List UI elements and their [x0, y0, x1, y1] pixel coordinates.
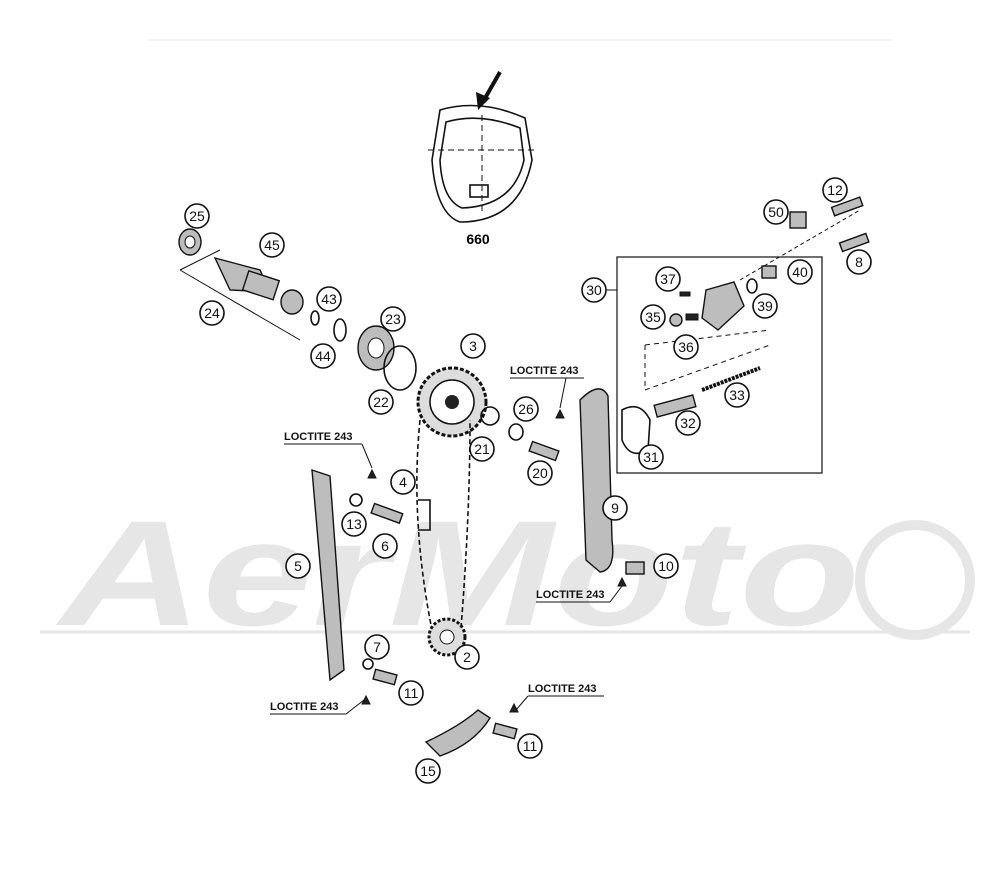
svg-text:35: 35 [645, 309, 661, 325]
callout-26: 26 [513, 396, 539, 422]
callout-5: 5 [285, 553, 311, 579]
callout-32: 32 [675, 410, 701, 436]
callout-35: 35 [640, 304, 666, 330]
loctite-label-3: LOCTITE 243 [536, 589, 604, 601]
svg-text:23: 23 [385, 311, 401, 327]
callout-22: 22 [368, 389, 394, 415]
callout-43: 43 [316, 286, 342, 312]
loctite-labels: LOCTITE 243 LOCTITE 243 LOCTITE 243 LOCT… [270, 365, 623, 715]
svg-text:5: 5 [294, 558, 302, 574]
svg-text:3: 3 [469, 338, 477, 354]
svg-text:44: 44 [315, 348, 331, 364]
cam-sprocket [416, 366, 500, 438]
callout-36: 36 [673, 334, 699, 360]
svg-text:4: 4 [399, 474, 407, 490]
crank-sprocket [427, 617, 467, 657]
callout-39: 39 [752, 293, 778, 319]
loctite-label-4: LOCTITE 243 [270, 701, 338, 713]
svg-text:32: 32 [680, 415, 696, 431]
svg-text:10: 10 [658, 558, 674, 574]
svg-text:39: 39 [757, 298, 773, 314]
callout-23: 23 [380, 306, 406, 332]
callout-10: 10 [653, 553, 679, 579]
callout-24: 24 [199, 300, 225, 326]
loctite-label-2: LOCTITE 243 [510, 365, 578, 377]
callout-13: 13 [341, 511, 367, 537]
callout-21: 21 [469, 436, 495, 462]
callout-3: 3 [460, 333, 486, 359]
svg-text:7: 7 [373, 639, 381, 655]
chain-guide-rail [311, 468, 345, 682]
svg-text:12: 12 [827, 182, 843, 198]
svg-text:33: 33 [729, 387, 745, 403]
svg-text:8: 8 [855, 254, 863, 270]
callout-44: 44 [310, 343, 336, 369]
svg-text:21: 21 [474, 441, 490, 457]
callout-4: 4 [390, 469, 416, 495]
detail-660-label: 660 [466, 231, 490, 247]
callout-20: 20 [527, 460, 553, 486]
svg-text:15: 15 [420, 763, 436, 779]
svg-text:25: 25 [189, 208, 205, 224]
tensioner-rail [579, 388, 614, 573]
svg-text:6: 6 [381, 538, 389, 554]
callout-2: 2 [454, 644, 480, 670]
callout-7: 7 [364, 634, 390, 660]
svg-text:45: 45 [264, 237, 280, 253]
svg-text:43: 43 [321, 291, 337, 307]
svg-text:40: 40 [792, 264, 808, 280]
callout-45: 45 [259, 232, 285, 258]
detail-660-drawing: 660 [428, 71, 535, 247]
callout-30: 30 [581, 277, 607, 303]
svg-text:50: 50 [768, 204, 784, 220]
svg-text:9: 9 [611, 500, 619, 516]
callout-11a: 11 [398, 680, 424, 706]
svg-text:36: 36 [678, 339, 694, 355]
svg-text:20: 20 [532, 465, 548, 481]
svg-text:22: 22 [373, 394, 389, 410]
callouts: 2 3 4 5 6 7 8 9 10 11 11 12 13 15 20 21 … [184, 177, 872, 784]
callout-40: 40 [787, 259, 813, 285]
chain-guide-15 [424, 709, 491, 757]
callout-37: 37 [655, 266, 681, 292]
callout-8: 8 [846, 249, 872, 275]
loctite-label-1: LOCTITE 243 [284, 431, 352, 443]
callout-15: 15 [415, 758, 441, 784]
callout-6: 6 [372, 533, 398, 559]
tensioner-assembly-box [606, 256, 823, 474]
loctite-label-5: LOCTITE 243 [528, 683, 596, 695]
svg-text:31: 31 [643, 449, 659, 465]
callout-9: 9 [602, 495, 628, 521]
svg-text:30: 30 [586, 282, 602, 298]
bearing-group [333, 318, 417, 391]
fasteners [349, 408, 645, 740]
svg-text:26: 26 [518, 401, 534, 417]
callout-25: 25 [184, 203, 210, 229]
callout-12: 12 [822, 177, 848, 203]
tensioner-screws [739, 196, 870, 281]
callout-50: 50 [763, 199, 789, 225]
svg-text:37: 37 [660, 271, 676, 287]
callout-31: 31 [638, 444, 664, 470]
camshaft-group [178, 228, 320, 341]
callout-33: 33 [724, 382, 750, 408]
svg-text:13: 13 [346, 516, 362, 532]
callout-11b: 11 [517, 733, 543, 759]
watermark-logo: AerMoto [40, 489, 975, 657]
svg-text:11: 11 [404, 685, 419, 701]
svg-text:11: 11 [523, 738, 538, 754]
svg-text:24: 24 [204, 305, 220, 321]
svg-text:2: 2 [463, 649, 471, 665]
